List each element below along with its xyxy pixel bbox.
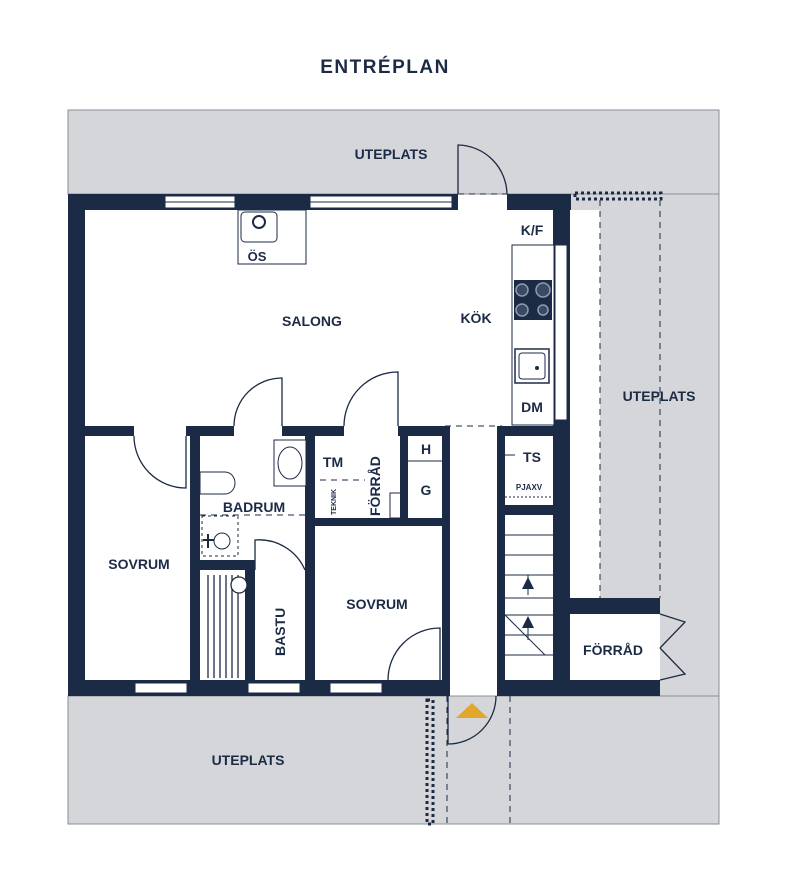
dashed-lines <box>200 193 661 824</box>
kitchen <box>511 244 555 426</box>
label-dm: DM <box>521 399 543 415</box>
label-tm: TM <box>323 454 343 470</box>
sauna-bench <box>207 575 248 678</box>
door-forrad <box>343 371 399 427</box>
bathroom-fixtures <box>199 439 307 557</box>
label-ts: TS <box>523 449 541 465</box>
stove-icon <box>514 280 552 320</box>
windows <box>134 195 568 694</box>
label-salong: SALONG <box>282 313 342 329</box>
label-teknik: TEKNIK <box>331 489 338 515</box>
label-forrad-outer: FÖRRÅD <box>583 642 643 658</box>
label-kf: K/F <box>521 222 544 238</box>
label-kok: KÖK <box>460 310 491 326</box>
label-h: H <box>421 441 431 457</box>
label-pjaxv: PJAXV <box>516 483 543 492</box>
label-uteplats-bottom: UTEPLATS <box>212 752 285 768</box>
label-badrum: BADRUM <box>223 499 285 515</box>
small-separators <box>389 454 553 519</box>
label-forrad-inner: FÖRRÅD <box>367 456 383 516</box>
label-sovrum-left: SOVRUM <box>108 556 169 572</box>
entrance-marker-icon <box>456 703 488 718</box>
door-sovrum-left <box>133 435 187 489</box>
doors <box>133 144 687 745</box>
door-bastu <box>254 539 306 571</box>
label-uteplats-top: UTEPLATS <box>355 146 428 162</box>
label-sovrum-mid: SOVRUM <box>346 596 407 612</box>
washbasin-icon <box>273 439 307 487</box>
label-os: ÖS <box>248 249 267 264</box>
door-entrance <box>447 695 497 745</box>
sink-icon <box>514 348 550 384</box>
door-terrace <box>457 144 508 195</box>
label-bastu: BASTU <box>272 608 288 656</box>
shower-icon <box>201 515 239 557</box>
patio-bottom <box>67 695 720 825</box>
plan-title: ENTRÉPLAN <box>320 56 450 78</box>
door-sovrum-mid <box>387 627 441 681</box>
railings <box>425 191 663 826</box>
door-forrad-outer <box>659 613 687 681</box>
door-badrum <box>233 377 283 427</box>
room-labels: UTEPLATS UTEPLATS UTEPLATS ÖS SALONG KÖK… <box>108 146 695 768</box>
toilet-icon <box>199 471 236 495</box>
stairs <box>504 534 553 656</box>
stairs-up-arrow-icon <box>522 577 534 628</box>
label-uteplats-right: UTEPLATS <box>623 388 696 404</box>
fireplace <box>237 209 307 265</box>
label-g: G <box>421 482 432 498</box>
patio-top <box>67 109 720 195</box>
